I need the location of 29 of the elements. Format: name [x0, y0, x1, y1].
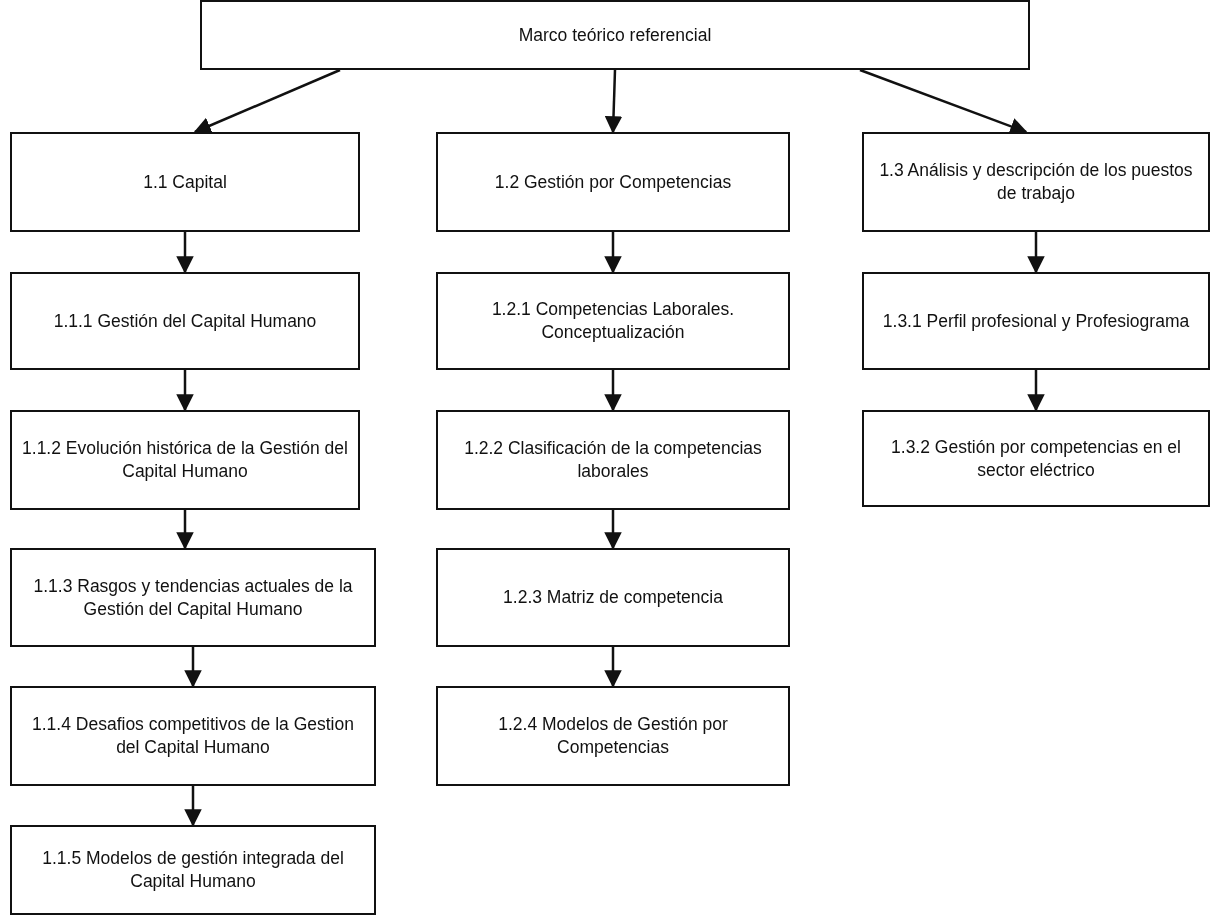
topic-box: 1.3 Análisis y descripción de los puestos de trabajo [862, 132, 1210, 232]
arrow [604, 647, 622, 688]
arrow [604, 370, 622, 412]
topic-box: 1.2.4 Modelos de Gestión por Competencias [436, 686, 790, 786]
arrow [859, 68, 1028, 135]
arrow [176, 232, 194, 274]
arrow [604, 69, 623, 134]
arrow [1027, 232, 1045, 274]
topic-box: 1.2.2 Clasificación de la competencias laborales [436, 410, 790, 510]
arrow [184, 647, 202, 688]
topic-box: 1.1.3 Rasgos y tendencias actuales de la Gestión del Capital Humano [10, 548, 376, 647]
topic-box: 1.1.1 Gestión del Capital Humano [10, 272, 360, 370]
topic-box: 1.2.1 Competencias Laborales. Conceptualización [436, 272, 790, 370]
arrow [604, 510, 622, 550]
topic-box: 1.2.3 Matriz de competencia [436, 548, 790, 647]
arrow [1027, 370, 1045, 412]
arrow [604, 232, 622, 274]
topic-box: 1.3.1 Perfil profesional y Profesiograma [862, 272, 1210, 370]
topic-box: 1.1.2 Evolución histórica de la Gestión del Capital Humano [10, 410, 360, 510]
topic-box: 1.1 Capital [10, 132, 360, 232]
topic-box: 1.1.5 Modelos de gestión integrada del Capital Humano [10, 825, 376, 915]
arrow [176, 370, 194, 412]
topic-box: 1.2 Gestión por Competencias [436, 132, 790, 232]
arrow [193, 68, 341, 134]
arrow [176, 510, 194, 550]
topic-box: Marco teórico referencial [200, 0, 1030, 70]
arrow [184, 786, 202, 827]
topic-box: 1.1.4 Desafios competitivos de la Gestion del Capital Humano [10, 686, 376, 786]
topic-box: 1.3.2 Gestión por competencias en el sector eléctrico [862, 410, 1210, 507]
